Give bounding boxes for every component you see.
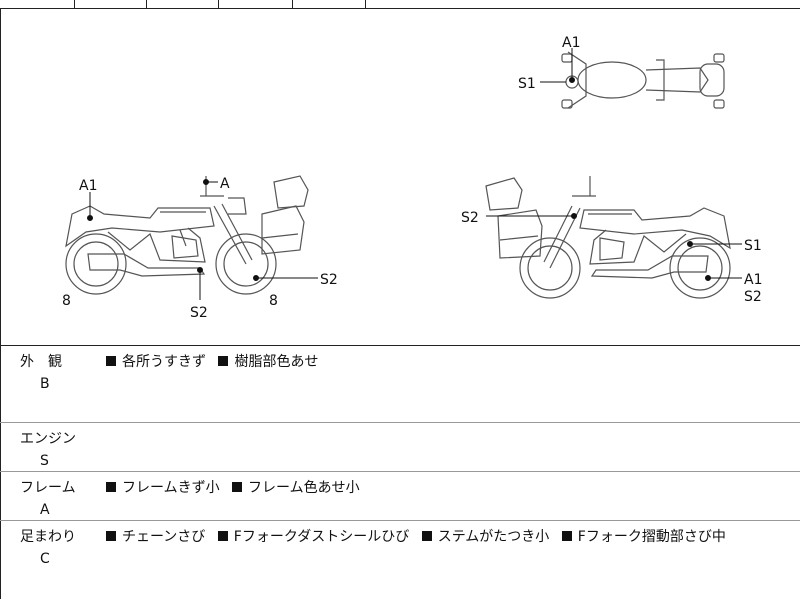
section-suspension: 足まわり C チェーンさび Fフォークダストシールひび ステムがたつき小 Fフォ… <box>0 521 800 600</box>
left-bike-drawing <box>65 175 309 295</box>
item-text: フレームきず小 <box>122 480 220 496</box>
bullet-square-icon <box>561 531 572 541</box>
section-grade: B <box>40 376 50 392</box>
bullet-square-icon <box>218 356 229 366</box>
section-label: 足まわり <box>20 529 76 545</box>
bullet-square-icon <box>217 531 228 541</box>
table-divider <box>74 0 75 8</box>
table-divider <box>292 0 293 8</box>
table-divider <box>218 0 219 8</box>
table-divider <box>365 0 366 8</box>
item-text: フレーム色あせ小 <box>248 480 360 496</box>
section-label: エンジン <box>20 431 76 447</box>
label-8-left: 8 <box>62 293 71 309</box>
section-items: 各所うすきず 樹脂部色あせ <box>106 352 326 372</box>
section-items: チェーンさび Fフォークダストシールひび ステムがたつき小 Fフォーク摺動部さび… <box>106 527 734 547</box>
label-a1-right-bike: A1 <box>744 272 762 288</box>
item-text: 各所うすきず <box>122 354 206 370</box>
motorcycle-diagram-svg: A1 A S2 S2 8 8 S2 S1 A1 S2 A1 S1 <box>62 35 762 321</box>
bullet-square-icon <box>232 482 243 492</box>
section-label: 外 観 <box>20 354 62 370</box>
label-s2-left-bottom: S2 <box>190 305 208 321</box>
label-a-left: A <box>220 176 230 192</box>
label-a1-left: A1 <box>79 178 97 194</box>
section-items: フレームきず小 フレーム色あせ小 <box>106 478 368 498</box>
item-text: ステムがたつき小 <box>437 529 550 545</box>
label-s1-top: S1 <box>518 76 536 92</box>
damage-diagram: A1 A S2 S2 8 8 S2 S1 A1 S2 A1 S1 <box>0 8 800 346</box>
item-text: チェーンさび <box>122 529 206 545</box>
section-grade: S <box>40 453 49 469</box>
section-grade: A <box>40 502 50 518</box>
bullet-square-icon <box>421 531 432 541</box>
label-s1-right-bike: S1 <box>744 238 762 254</box>
item-text: Fフォーク摺動部さび中 <box>577 529 726 545</box>
section-frame: フレーム A フレームきず小 フレーム色あせ小 <box>0 472 800 521</box>
section-grade: C <box>40 551 50 567</box>
label-a1-top: A1 <box>562 35 580 51</box>
sheet-frame <box>0 8 800 599</box>
label-s2b-right-bike: S2 <box>744 289 762 305</box>
section-engine: エンジン S <box>0 423 800 472</box>
right-bike-drawing <box>485 176 731 299</box>
section-exterior: 外 観 B 各所うすきず 樹脂部色あせ <box>0 346 800 423</box>
top-table-edge <box>0 0 800 9</box>
top-view-drawing <box>561 51 725 109</box>
bullet-square-icon <box>106 531 116 541</box>
bullet-square-icon <box>106 482 116 492</box>
item-text: 樹脂部色あせ <box>234 354 319 370</box>
table-divider <box>146 0 147 8</box>
bullet-square-icon <box>106 356 116 366</box>
section-label: フレーム <box>20 480 76 496</box>
label-s2-left-right: S2 <box>320 272 338 288</box>
item-text: Fフォークダストシールひび <box>233 529 410 545</box>
label-s2-right-bike: S2 <box>461 210 479 226</box>
label-8-right: 8 <box>269 293 278 309</box>
